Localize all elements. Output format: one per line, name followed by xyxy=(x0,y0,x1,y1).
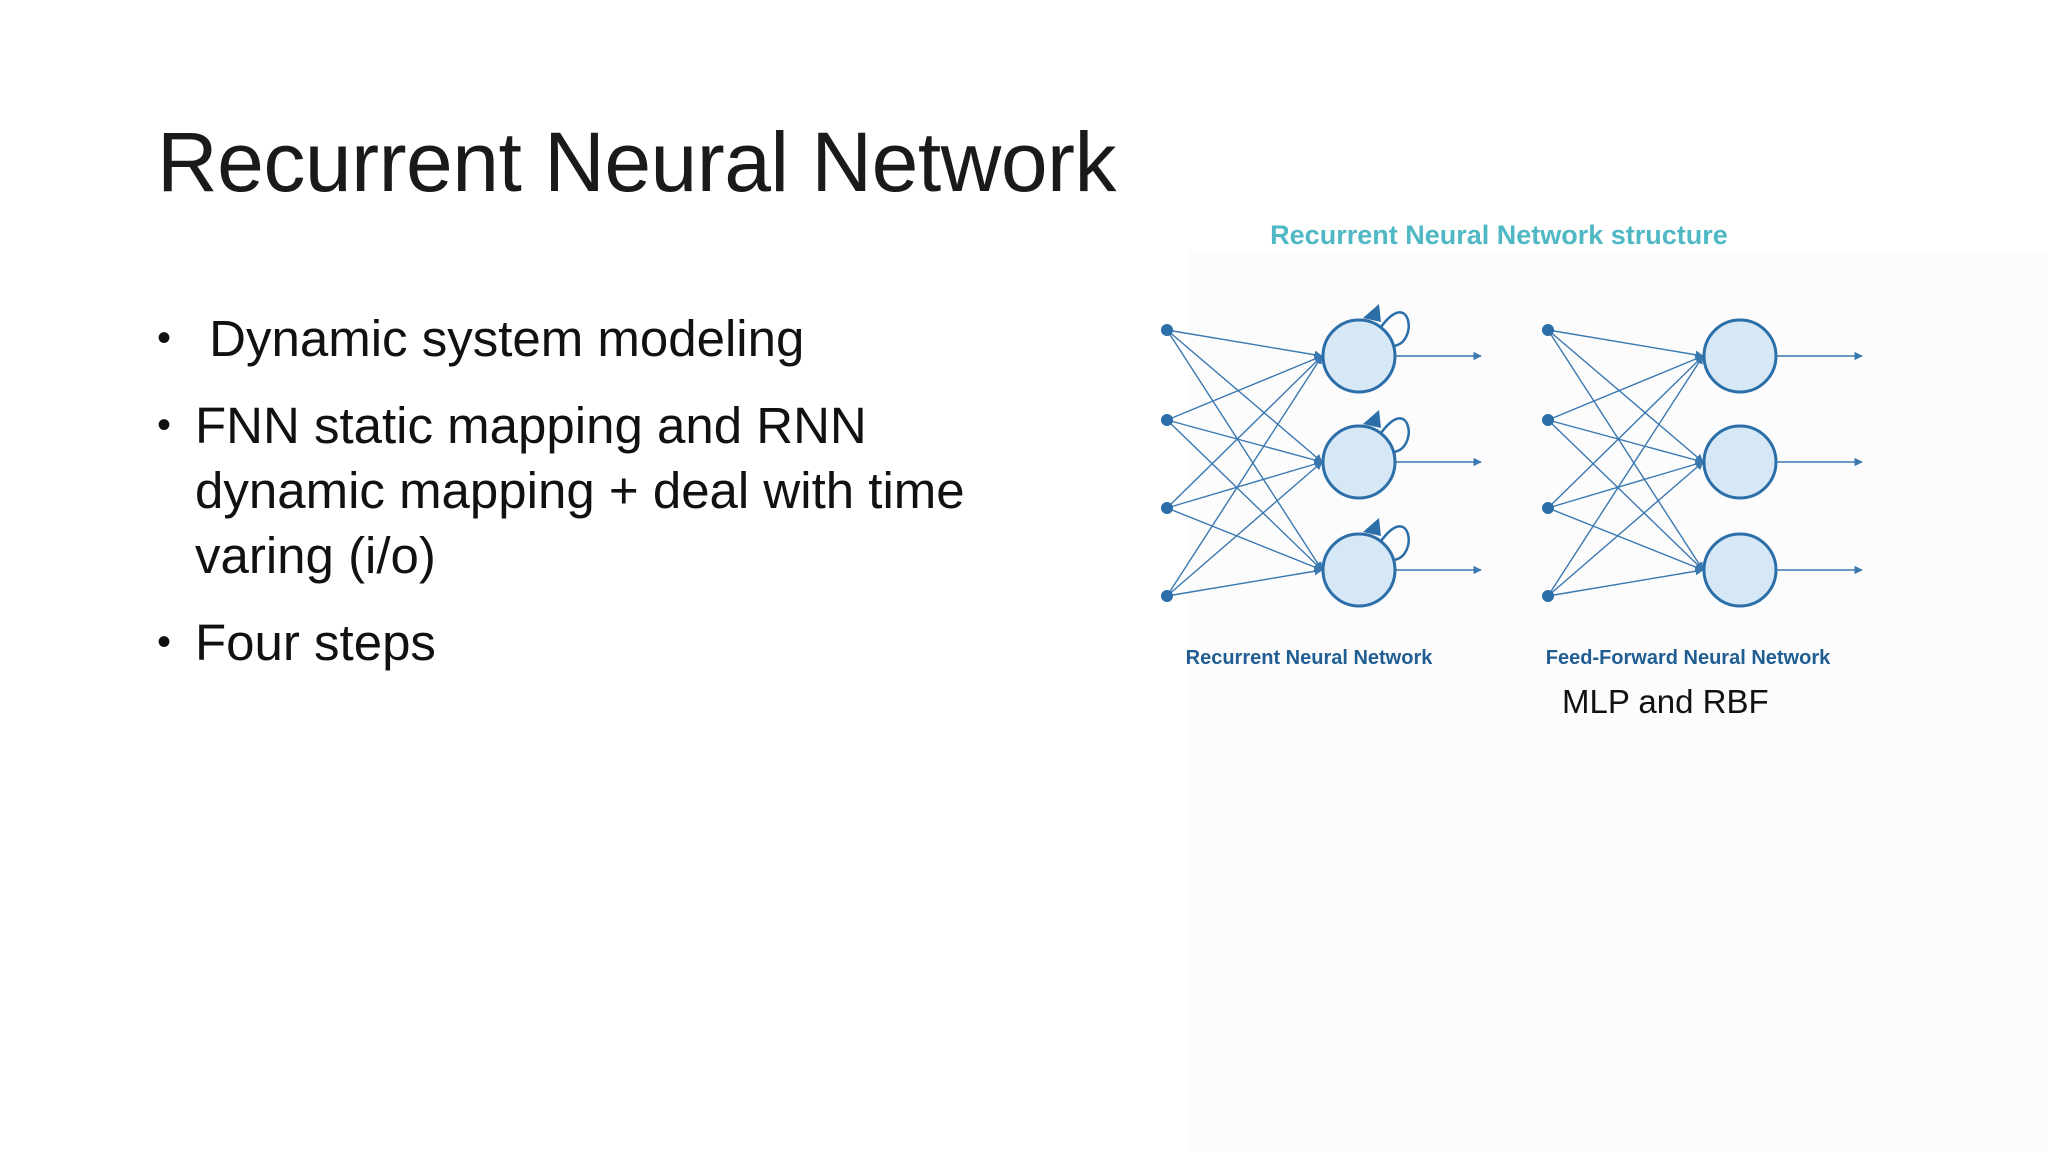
bullet-list: • Dynamic system modeling • FNN static m… xyxy=(157,306,977,697)
bullet-text: Four steps xyxy=(195,614,436,671)
connection-line xyxy=(1547,329,1704,463)
recurrent-arrowhead xyxy=(1363,410,1381,428)
bullet-icon: • xyxy=(157,620,172,664)
input-node xyxy=(1542,590,1554,602)
connection-line xyxy=(1166,355,1323,509)
connection-line xyxy=(1547,329,1704,571)
bullet-item: • FNN static mapping and RNN dynamic map… xyxy=(157,393,977,588)
recurrent-loop xyxy=(1379,417,1410,454)
connection-line xyxy=(1547,355,1704,421)
rnn-network xyxy=(1161,304,1482,608)
neuron-node xyxy=(1702,532,1778,608)
bullet-text: Dynamic system modeling xyxy=(195,310,805,367)
neuron-node xyxy=(1321,424,1397,500)
recurrent-loop xyxy=(1379,311,1410,348)
input-node xyxy=(1542,414,1554,426)
connection-line xyxy=(1166,567,1323,597)
connection-line xyxy=(1547,329,1704,359)
connection-line xyxy=(1547,461,1704,597)
input-node xyxy=(1542,502,1554,514)
neuron-node xyxy=(1321,318,1397,394)
recurrent-loop xyxy=(1379,525,1410,562)
connection-line xyxy=(1166,460,1323,509)
connection-line xyxy=(1547,507,1704,572)
connection-line xyxy=(1166,329,1323,463)
rnn-label: Recurrent Neural Network xyxy=(1186,647,1434,669)
figure-heading: Recurrent Neural Network structure xyxy=(1270,220,1728,250)
input-node xyxy=(1161,590,1173,602)
slide-title: Recurrent Neural Network xyxy=(157,115,1117,209)
bullet-icon: • xyxy=(157,403,172,447)
connection-line xyxy=(1166,355,1323,597)
connection-line xyxy=(1547,355,1704,597)
connection-line xyxy=(1166,419,1323,465)
connection-line xyxy=(1166,329,1323,359)
bullet-item: • Four steps xyxy=(157,610,977,675)
figure-background xyxy=(1188,250,2048,1152)
connection-line xyxy=(1547,419,1704,465)
bullet-item: • Dynamic system modeling xyxy=(157,306,977,371)
input-node xyxy=(1161,414,1173,426)
network-diagram: Recurrent Neural Network structure Recur… xyxy=(1161,220,1863,669)
connection-line xyxy=(1547,355,1704,509)
input-node xyxy=(1161,324,1173,336)
input-node xyxy=(1161,502,1173,514)
input-node xyxy=(1542,324,1554,336)
recurrent-arrowhead xyxy=(1363,518,1381,536)
connection-line xyxy=(1166,329,1323,571)
connection-line xyxy=(1166,461,1323,597)
ffnn-label: Feed-Forward Neural Network xyxy=(1546,647,1831,669)
connection-line xyxy=(1547,567,1704,597)
connection-line xyxy=(1166,507,1323,572)
bullet-icon: • xyxy=(157,316,172,360)
recurrent-arrowhead xyxy=(1363,304,1381,322)
connection-line xyxy=(1166,355,1323,421)
bullet-text: FNN static mapping and RNN dynamic mappi… xyxy=(195,397,965,584)
neuron-node xyxy=(1702,318,1778,394)
connection-line xyxy=(1547,419,1704,571)
figure-caption: MLP and RBF xyxy=(1562,683,1769,720)
ffnn-network xyxy=(1542,318,1863,608)
connection-line xyxy=(1547,460,1704,509)
neuron-node xyxy=(1321,532,1397,608)
connection-line xyxy=(1166,419,1323,571)
neuron-node xyxy=(1702,424,1778,500)
